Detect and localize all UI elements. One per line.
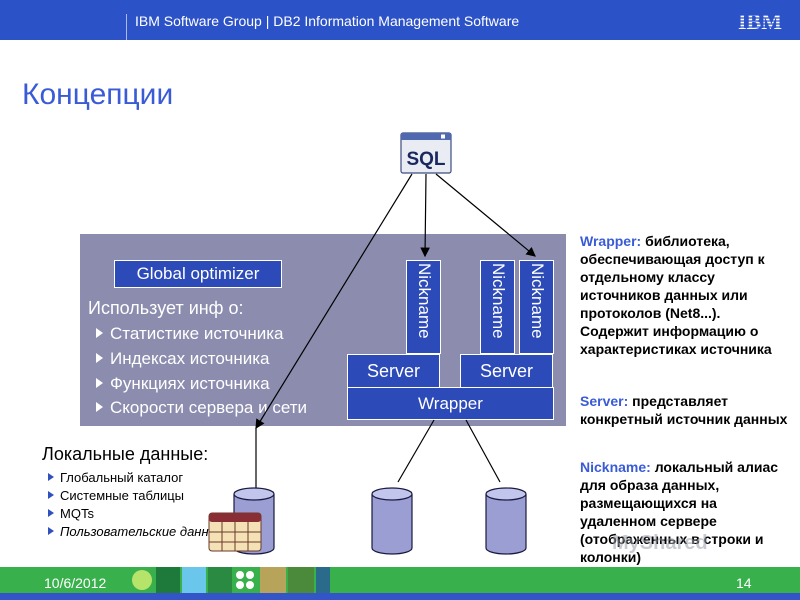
bullet-triangle-icon	[96, 328, 103, 338]
bullet-triangle-icon	[48, 509, 54, 517]
page-number: 14	[736, 575, 752, 591]
wrapper-to-db-line	[397, 419, 435, 483]
nickname-box: Nickname	[406, 260, 441, 354]
bullet-triangle-icon	[48, 527, 54, 535]
sql-window-icon: SQL	[400, 132, 452, 174]
footer-date: 10/6/2012	[44, 575, 107, 591]
definition-nickname: Nickname: локальный алиас для образа дан…	[580, 459, 779, 565]
header-separator	[126, 14, 127, 40]
header-title: IBM Software Group | DB2 Information Man…	[135, 13, 520, 29]
bullet-item: Статистике источника	[96, 324, 284, 344]
server-box: Server	[460, 354, 553, 388]
local-data-item: MQTs	[48, 506, 94, 521]
bullet-triangle-icon	[96, 402, 103, 412]
ibm-logo-icon: IBM	[734, 9, 786, 34]
local-data-title: Локальные данные:	[42, 444, 209, 464]
database-cylinder-icon	[485, 487, 527, 555]
sql-label: SQL	[406, 149, 445, 170]
footer-bar: 10/6/2012 14	[0, 567, 800, 600]
bullet-triangle-icon	[48, 473, 54, 481]
nickname-box: Nickname	[519, 260, 554, 354]
global-optimizer-box: Global optimizer	[114, 260, 282, 288]
local-data-item: Системные таблицы	[48, 488, 184, 503]
bullet-item: Функциях источника	[96, 374, 270, 394]
nickname-box: Nickname	[480, 260, 515, 354]
bullet-item: Скорости сервера и сети	[96, 398, 307, 418]
server-box: Server	[347, 354, 440, 388]
definition-server: Server: представляет конкретный источник…	[580, 393, 788, 427]
page-title: Концепции	[22, 78, 174, 111]
local-data-item: Глобальный каталог	[48, 470, 183, 485]
bullet-triangle-icon	[48, 491, 54, 499]
bullet-item: Индексах источника	[96, 349, 269, 369]
bullet-triangle-icon	[96, 378, 103, 388]
local-data-item: Пользовательские данные	[48, 524, 225, 539]
database-cylinder-icon	[371, 487, 413, 555]
header-bar: IBM Software Group | DB2 Information Man…	[0, 0, 800, 40]
footer-decor-strip-icon	[132, 567, 330, 593]
wrapper-to-db-line	[465, 419, 501, 483]
footer-lower-band	[0, 593, 800, 600]
uses-info-label: Использует инф о:	[88, 298, 244, 318]
bullet-triangle-icon	[96, 353, 103, 363]
wrapper-box: Wrapper	[347, 387, 554, 420]
definition-wrapper: Wrapper: библиотека, обеспечивающая дост…	[580, 233, 772, 357]
watermark: MyShared	[612, 532, 708, 554]
table-grid-icon	[208, 512, 262, 552]
